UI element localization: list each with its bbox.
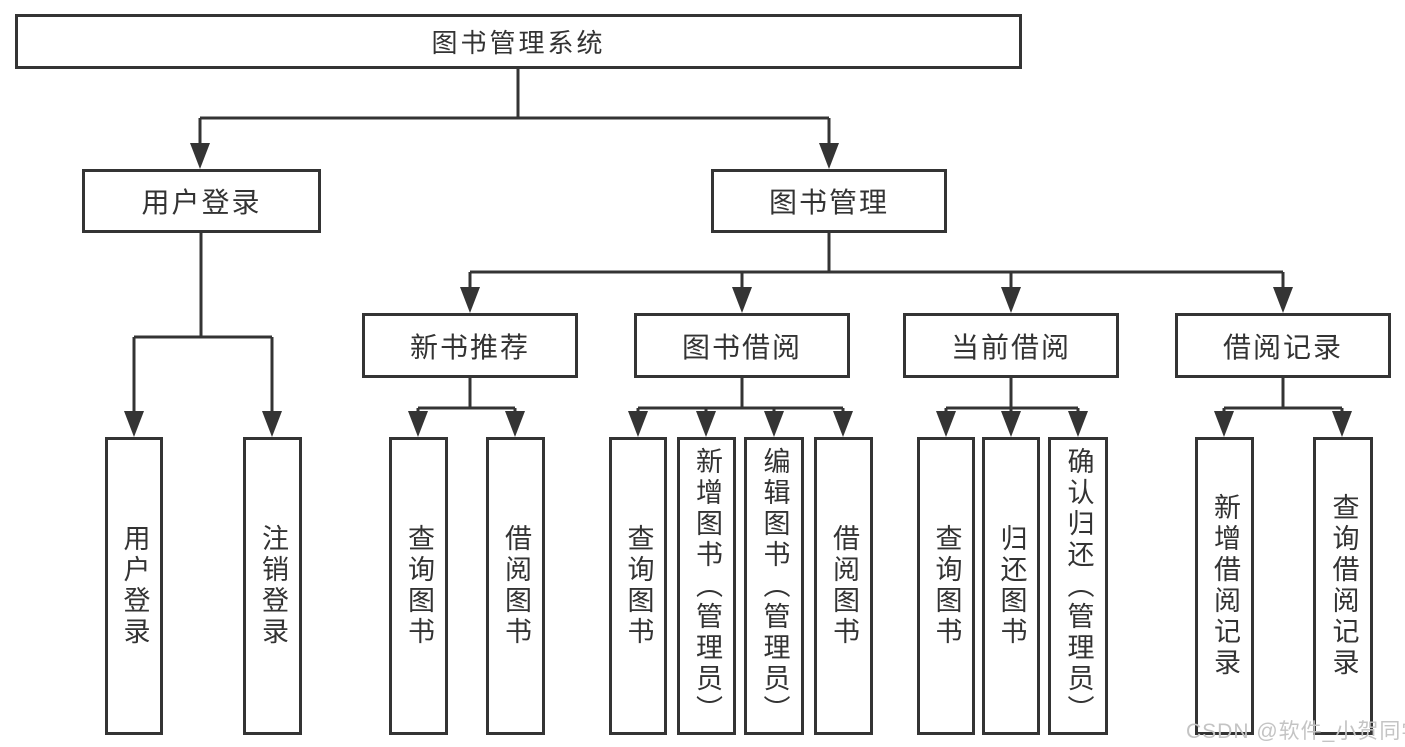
watermark: CSDN @软件_小贺同学: [1186, 720, 1405, 743]
leaf-records-add-record: 新增借阅记录: [1195, 437, 1254, 735]
leaf-current-confirm-return-admin: 确认归还（管理员）: [1048, 437, 1108, 735]
node-new-book-recommend: 新书推荐: [362, 313, 578, 378]
leaf-borrow-add-book-admin: 新增图书（管理员）: [677, 437, 736, 735]
leaf-user-login: 用户登录: [105, 437, 163, 735]
leaf-borrow-edit-book-admin: 编辑图书（管理员）: [744, 437, 804, 735]
leaf-recommend-query-book: 查询图书: [389, 437, 448, 735]
node-book-borrow: 图书借阅: [634, 313, 850, 378]
leaf-current-return-book: 归还图书: [982, 437, 1040, 735]
node-root-system: 图书管理系统: [15, 14, 1022, 69]
node-book-management: 图书管理: [711, 169, 947, 233]
node-borrow-records: 借阅记录: [1175, 313, 1391, 378]
leaf-logout-login: 注销登录: [243, 437, 302, 735]
leaf-borrow-query-book: 查询图书: [609, 437, 667, 735]
leaf-recommend-borrow-book: 借阅图书: [486, 437, 545, 735]
leaf-records-query-record: 查询借阅记录: [1313, 437, 1373, 735]
leaf-borrow-borrow-book: 借阅图书: [814, 437, 873, 735]
leaf-current-query-book: 查询图书: [917, 437, 975, 735]
node-current-borrow: 当前借阅: [903, 313, 1119, 378]
node-user-login: 用户登录: [82, 169, 321, 233]
